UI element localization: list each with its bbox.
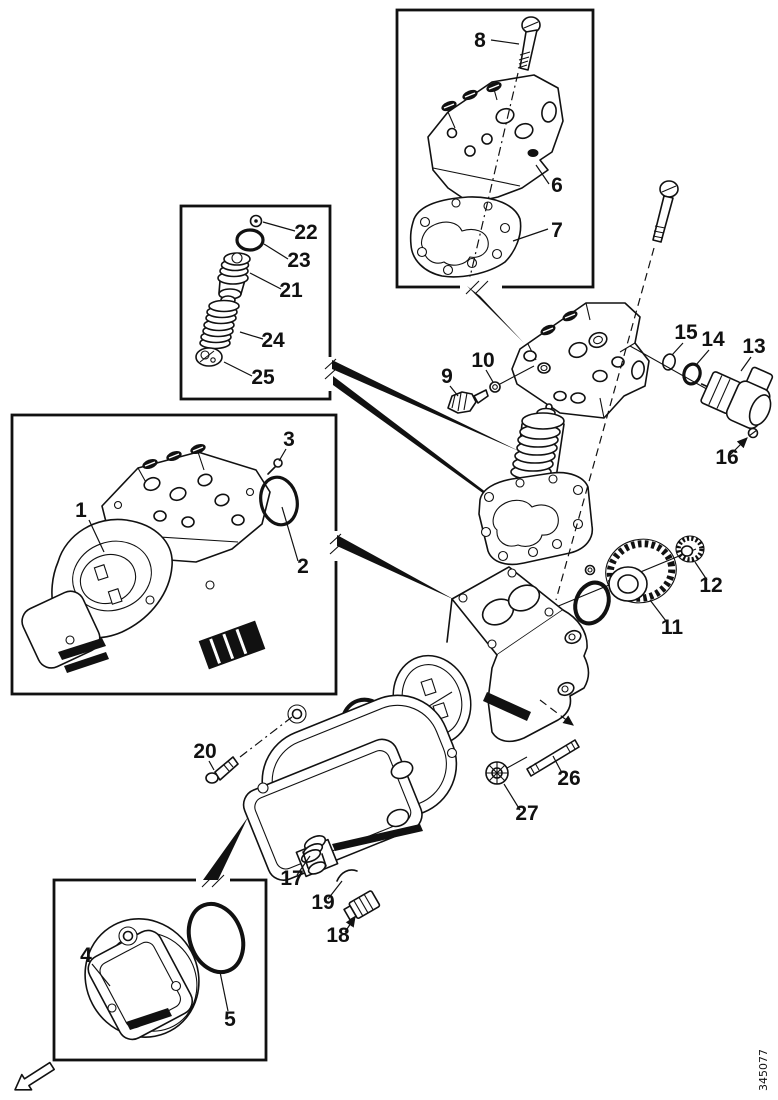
part-16-screw xyxy=(747,427,759,439)
callout-19: 19 xyxy=(311,891,334,914)
callout-5: 5 xyxy=(224,1008,236,1031)
callout-labels: 1 2 3 4 5 6 7 8 9 10 11 12 13 14 15 16 1… xyxy=(75,29,766,1031)
stud-direction-line xyxy=(539,699,574,726)
part-7-gasket xyxy=(409,196,522,278)
callout-21: 21 xyxy=(279,279,303,302)
callout-4: 4 xyxy=(80,944,92,967)
callout-6: 6 xyxy=(551,174,563,197)
small-washer xyxy=(584,564,596,576)
shaft-oring xyxy=(573,580,611,626)
part-2-oring xyxy=(259,475,299,527)
screw-20-axis-line xyxy=(239,716,293,758)
part-1-pump-assembly xyxy=(21,443,271,673)
figure-code: 345077 xyxy=(757,1049,770,1091)
callout-14: 14 xyxy=(701,328,725,351)
part-21-valve-plug xyxy=(217,252,251,305)
callout-15: 15 xyxy=(674,321,698,344)
callout-17: 17 xyxy=(280,867,303,890)
callout-12: 12 xyxy=(699,574,722,597)
callout-8: 8 xyxy=(474,29,486,52)
bolt-8-axis-line xyxy=(469,72,519,278)
front-direction-arrow-icon xyxy=(14,1061,56,1091)
inset-box-pump-assembly xyxy=(10,413,342,696)
callout-10: 10 xyxy=(471,349,494,372)
part-13-solenoid-valve xyxy=(700,366,774,430)
callout-26: 26 xyxy=(557,767,580,790)
part-26-stud xyxy=(526,739,580,777)
main-pump-body xyxy=(392,566,590,769)
part-6-cylinder-head xyxy=(427,74,564,204)
callout-1: 1 xyxy=(75,499,87,522)
part-10-washer xyxy=(489,381,501,393)
callout-23: 23 xyxy=(287,249,310,272)
part-5-oring xyxy=(186,901,246,975)
part-11-drive-gear xyxy=(605,538,677,604)
part-9-fitting xyxy=(447,389,489,414)
main-hydraulic-head xyxy=(511,302,650,419)
part-24-spring xyxy=(199,299,240,350)
solenoid-axis-line xyxy=(629,345,713,393)
part-4-cover xyxy=(84,918,200,1041)
part-23-oring xyxy=(235,228,265,252)
bolt-projection-line xyxy=(555,247,655,601)
part-25-valve-seat xyxy=(195,347,223,367)
part-3-screw xyxy=(267,458,283,475)
part-14-oring xyxy=(682,362,702,386)
callout-20: 20 xyxy=(193,740,216,763)
fitting-axis-line xyxy=(499,365,535,385)
callout-27: 27 xyxy=(515,802,538,825)
callout-25: 25 xyxy=(251,366,275,389)
part-19-clip xyxy=(336,869,358,882)
part-8-bolt xyxy=(517,16,541,71)
callout-9: 9 xyxy=(441,365,453,388)
callout-18: 18 xyxy=(326,924,350,947)
callout-13: 13 xyxy=(742,335,765,358)
callout-2: 2 xyxy=(297,555,309,578)
part-22-nut xyxy=(249,214,263,228)
part-18-connector xyxy=(343,890,381,921)
part-12-nut xyxy=(675,535,705,563)
part-20-screw xyxy=(205,756,239,784)
callout-3: 3 xyxy=(283,428,295,451)
head-mounting-bolt xyxy=(652,180,679,243)
callout-16: 16 xyxy=(715,446,738,469)
callout-11: 11 xyxy=(661,616,684,639)
callout-7: 7 xyxy=(551,219,563,242)
callout-22: 22 xyxy=(294,221,317,244)
main-gasket xyxy=(478,471,594,566)
part-17-fitting xyxy=(300,835,327,875)
callout-24: 24 xyxy=(261,329,285,352)
callout-leader-lines xyxy=(88,39,752,1012)
part-27-nut xyxy=(485,756,528,785)
